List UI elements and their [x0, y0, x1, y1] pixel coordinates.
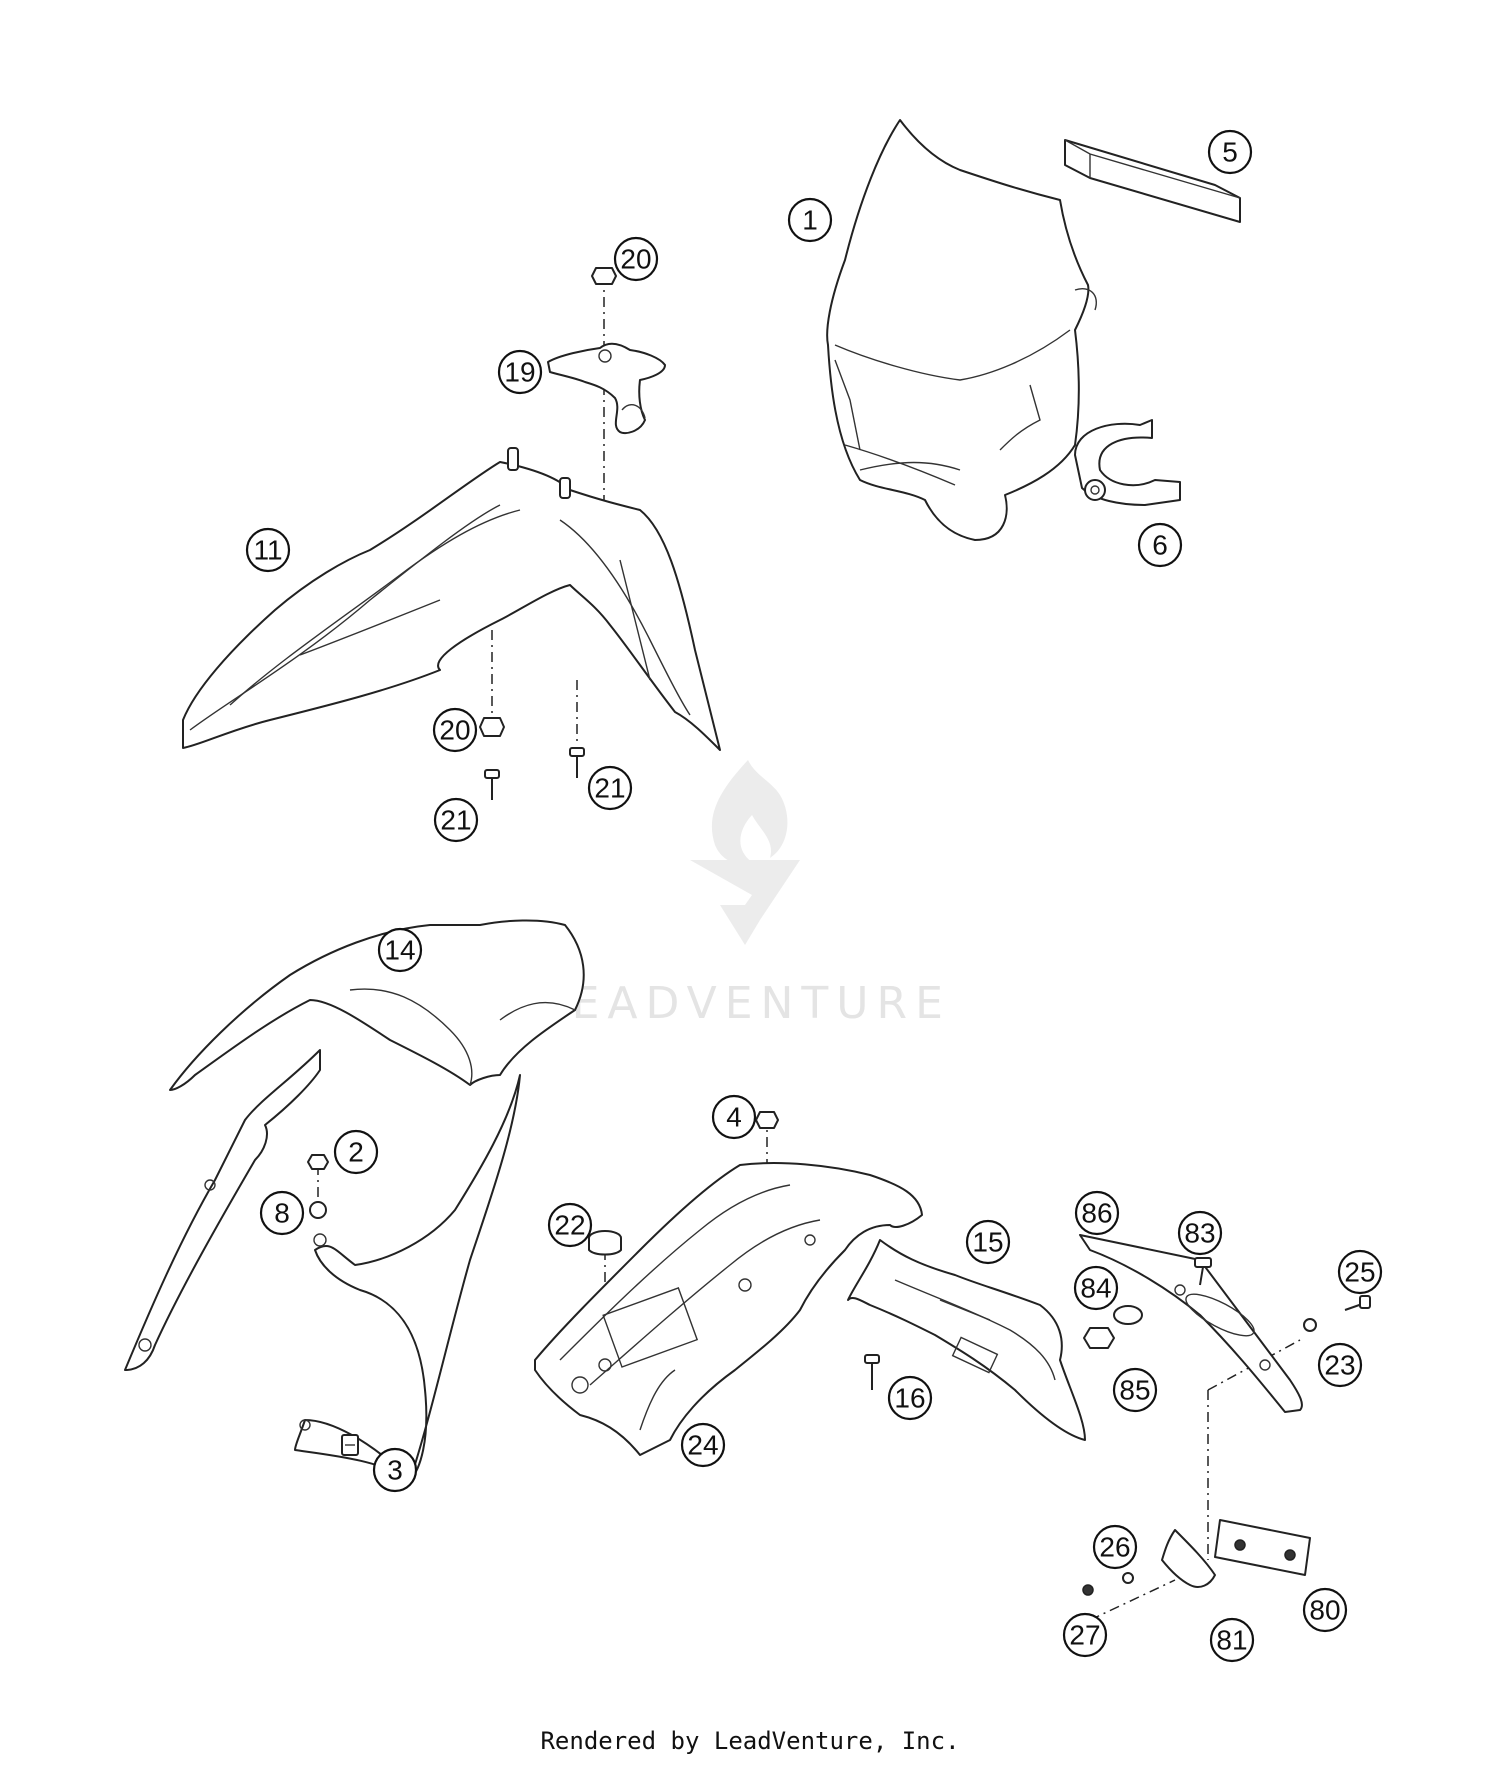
- washer-26: [1122, 1572, 1134, 1584]
- headlight-clamp: [1074, 419, 1181, 506]
- callout-85[interactable]: 85: [1112, 1367, 1158, 1413]
- callout-21-right[interactable]: 21: [587, 765, 633, 811]
- callout-20-lower[interactable]: 20: [432, 707, 478, 753]
- washer-84: [1113, 1305, 1143, 1325]
- screw-83: [1194, 1257, 1212, 1286]
- callout-1[interactable]: 1: [787, 197, 833, 243]
- nut-2: [307, 1154, 329, 1170]
- callout-label: 11: [253, 535, 282, 566]
- callout-label: 1: [802, 205, 818, 236]
- callout-label: 6: [1152, 530, 1168, 561]
- reflector: [1214, 1519, 1311, 1576]
- callout-label: 26: [1099, 1532, 1130, 1563]
- callout-label: 2: [348, 1137, 364, 1168]
- callout-83[interactable]: 83: [1177, 1210, 1223, 1256]
- callout-label: 86: [1081, 1198, 1112, 1229]
- callout-label: 15: [972, 1227, 1003, 1258]
- callout-8[interactable]: 8: [259, 1190, 305, 1236]
- callout-label: 24: [687, 1430, 718, 1461]
- callout-label: 27: [1069, 1620, 1100, 1651]
- callout-label: 8: [274, 1198, 290, 1229]
- nut-20-lower: [479, 717, 505, 737]
- callout-23[interactable]: 23: [1317, 1342, 1363, 1388]
- screw-16: [864, 1354, 880, 1390]
- callout-label: 20: [620, 244, 651, 275]
- clip-3: [341, 1434, 359, 1456]
- screw-21-right: [569, 747, 585, 778]
- callout-label: 23: [1324, 1350, 1355, 1381]
- callouts: 1 5 20 19 6 11 20 21 21 14 4 2 8 22 15 8…: [245, 129, 1383, 1663]
- hardware: [307, 267, 1371, 1596]
- watermark-flame-icon: [711, 760, 788, 865]
- left-side-panel: [124, 1049, 321, 1371]
- screw-21-left: [484, 769, 500, 800]
- nut-85: [1083, 1327, 1115, 1349]
- mud-flap: [847, 1239, 1086, 1441]
- callout-24[interactable]: 24: [680, 1422, 726, 1468]
- callout-label: 21: [594, 773, 625, 804]
- rubber-buffer-22: [588, 1230, 622, 1256]
- watermark: LEADVENTURE: [539, 760, 951, 1029]
- callout-21-left[interactable]: 21: [433, 797, 479, 843]
- callout-80[interactable]: 80: [1302, 1587, 1348, 1633]
- callout-label: 22: [554, 1210, 585, 1241]
- callout-label: 85: [1119, 1375, 1150, 1406]
- callout-label: 19: [504, 357, 535, 388]
- callout-20-top[interactable]: 20: [613, 236, 659, 282]
- watermark-v-icon: [690, 860, 800, 945]
- callout-5[interactable]: 5: [1207, 129, 1253, 175]
- reflector-bracket: [1161, 1529, 1216, 1588]
- washer-23: [1303, 1318, 1317, 1332]
- callout-22[interactable]: 22: [547, 1202, 593, 1248]
- callout-25[interactable]: 25: [1337, 1249, 1383, 1295]
- callout-16[interactable]: 16: [887, 1375, 933, 1421]
- callout-26[interactable]: 26: [1092, 1524, 1138, 1570]
- headlight-mask: [826, 119, 1097, 541]
- nut-27: [1082, 1584, 1094, 1596]
- callout-19[interactable]: 19: [497, 349, 543, 395]
- callout-label: 80: [1309, 1595, 1340, 1626]
- callout-6[interactable]: 6: [1137, 522, 1183, 568]
- callout-label: 4: [726, 1102, 742, 1133]
- callout-14[interactable]: 14: [377, 927, 423, 973]
- license-plate-holder: [1079, 1234, 1303, 1413]
- right-side-panel: [294, 1074, 521, 1481]
- callout-27[interactable]: 27: [1062, 1612, 1108, 1658]
- nut-20-top: [591, 267, 617, 285]
- render-credit: Rendered by LeadVenture, Inc.: [540, 1727, 960, 1755]
- callout-3[interactable]: 3: [372, 1447, 418, 1493]
- watermark-brand: LEADVENTURE: [539, 978, 951, 1029]
- callout-2[interactable]: 2: [333, 1129, 379, 1175]
- callout-label: 5: [1222, 137, 1238, 168]
- seat-subframe: [534, 1162, 923, 1456]
- callout-label: 83: [1184, 1218, 1215, 1249]
- front-fender: [182, 447, 721, 751]
- callout-11[interactable]: 11: [245, 527, 291, 573]
- nut-4: [755, 1111, 779, 1129]
- callout-label: 14: [384, 935, 415, 966]
- fender-bracket: [547, 342, 666, 435]
- callout-81[interactable]: 81: [1209, 1617, 1255, 1663]
- washer-8: [309, 1201, 327, 1219]
- callout-label: 81: [1216, 1625, 1247, 1656]
- foam-strip: [1064, 139, 1241, 223]
- rear-fender: [169, 919, 585, 1091]
- callout-label: 20: [439, 715, 470, 746]
- callout-84[interactable]: 84: [1073, 1265, 1119, 1311]
- callout-86[interactable]: 86: [1074, 1190, 1120, 1236]
- callout-4[interactable]: 4: [711, 1094, 757, 1140]
- callout-label: 16: [894, 1383, 925, 1414]
- callout-label: 21: [440, 805, 471, 836]
- callout-label: 25: [1344, 1257, 1375, 1288]
- callout-15[interactable]: 15: [965, 1219, 1011, 1265]
- screw-25: [1344, 1295, 1371, 1311]
- callout-label: 84: [1080, 1273, 1111, 1304]
- callout-label: 3: [387, 1455, 403, 1486]
